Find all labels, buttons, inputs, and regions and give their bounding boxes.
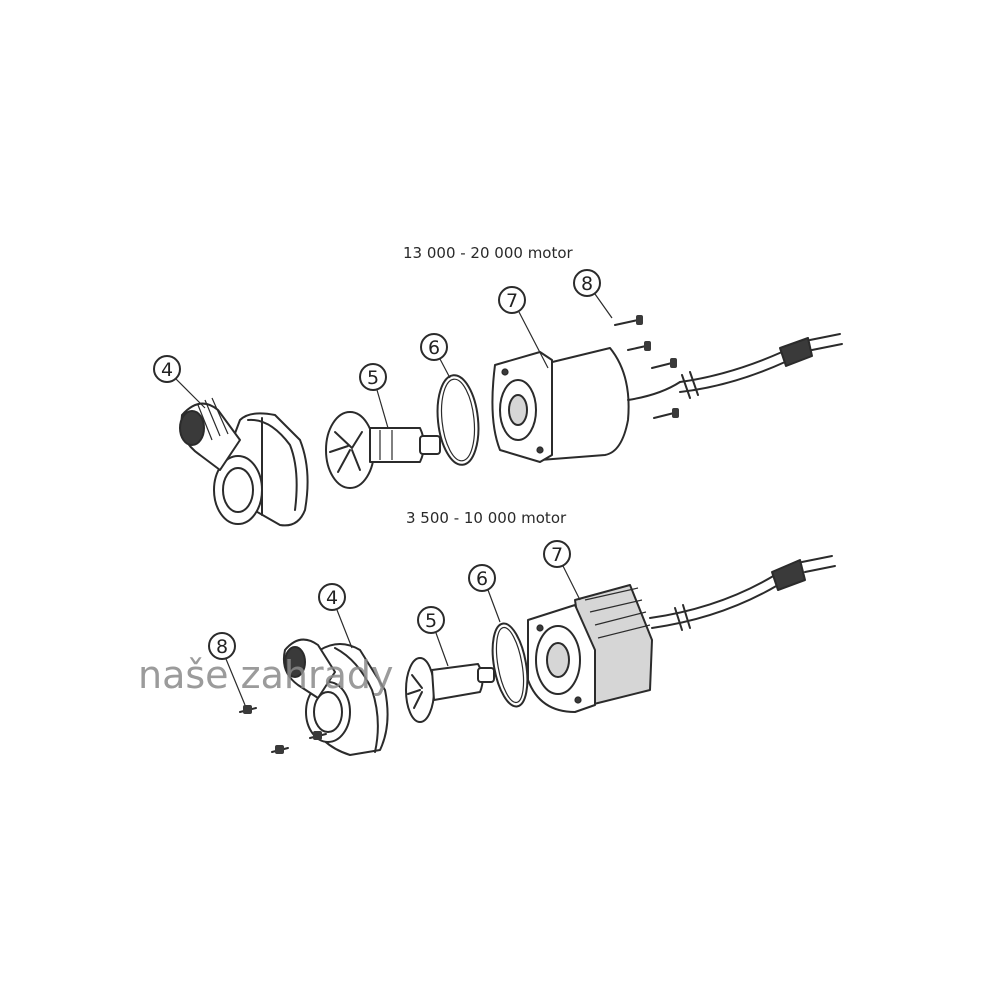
top-impeller xyxy=(325,411,441,489)
svg-text:6: 6 xyxy=(476,568,488,590)
top-motor xyxy=(491,347,681,463)
bottom-motor xyxy=(527,584,653,713)
bottom-o-ring xyxy=(491,622,529,708)
top-pump-housing xyxy=(179,397,309,527)
watermark: naše zahrady xyxy=(138,653,393,697)
svg-text:6: 6 xyxy=(428,337,440,359)
svg-text:5: 5 xyxy=(425,610,437,632)
svg-text:8: 8 xyxy=(216,636,228,658)
top-power-cable xyxy=(679,333,843,399)
svg-text:7: 7 xyxy=(551,544,563,566)
svg-text:5: 5 xyxy=(367,367,379,389)
bottom-callout-8: 8 xyxy=(208,632,246,706)
bottom-screws xyxy=(239,705,327,754)
bottom-callout-5: 5 xyxy=(417,606,449,667)
top-motor-title: 13 000 - 20 000 motor xyxy=(403,244,574,262)
bottom-callout-4: 4 xyxy=(318,583,353,649)
top-callout-6: 6 xyxy=(420,333,451,379)
top-callout-8: 8 xyxy=(573,269,613,319)
bottom-callout-6: 6 xyxy=(468,564,501,623)
top-callout-5: 5 xyxy=(359,363,389,429)
top-callout-7: 7 xyxy=(498,286,549,369)
svg-text:4: 4 xyxy=(161,359,173,381)
svg-text:7: 7 xyxy=(506,290,518,312)
top-callout-4: 4 xyxy=(153,355,206,409)
bottom-power-cable xyxy=(649,555,836,631)
bottom-impeller xyxy=(405,657,495,723)
svg-text:4: 4 xyxy=(326,587,338,609)
top-o-ring xyxy=(436,374,480,466)
bottom-callout-7: 7 xyxy=(543,540,581,601)
bottom-pump-housing xyxy=(282,638,389,756)
svg-text:8: 8 xyxy=(581,273,593,295)
top-screws xyxy=(614,315,679,419)
bottom-motor-title: 3 500 - 10 000 motor xyxy=(406,509,567,527)
